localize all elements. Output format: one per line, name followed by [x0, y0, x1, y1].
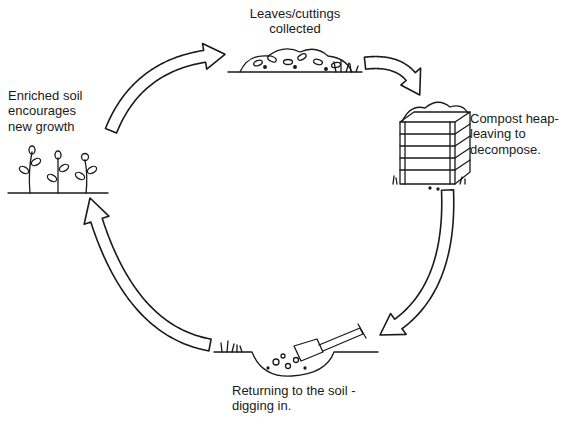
digging-scene: [214, 324, 378, 376]
plant-stem: [57, 158, 58, 193]
grass: [393, 176, 465, 184]
leaf: [297, 53, 307, 62]
cycle-arrow: [364, 57, 420, 95]
plant-flower: [82, 154, 89, 161]
grass: [221, 341, 242, 352]
cycle-arrow: [380, 190, 454, 335]
spade-handle: [319, 328, 363, 351]
stage-caption: Compost heap- leaving to decompose.: [470, 111, 575, 157]
bin-slats: [400, 122, 455, 184]
cycle-arrow: [105, 43, 225, 133]
soil-dot: [437, 188, 439, 190]
stage-node: Compost heap- leaving to decompose.: [392, 95, 577, 190]
ground-line: [228, 71, 362, 72]
stage-caption: Enriched soil encourages new growth: [8, 88, 100, 134]
soil-dot: [429, 187, 431, 189]
bin-front: [400, 122, 455, 184]
leaf: [331, 62, 341, 68]
stage-node: Enriched soil encourages new growth: [6, 86, 111, 198]
stage-node: Leaves/cuttings collected: [225, 4, 365, 78]
bin-back: [400, 112, 470, 122]
plant-leaf: [18, 165, 30, 175]
soil-clod: [273, 359, 279, 365]
bin-side-slats: [455, 124, 470, 170]
ground-with-hole: [214, 352, 378, 376]
plant-leaf: [29, 146, 35, 154]
plant-leaf: [55, 151, 61, 159]
caption-group: Enriched soil encourages new growth: [8, 88, 100, 134]
plant-leaf: [74, 171, 86, 181]
soil-dot: [267, 367, 269, 369]
soil-clod: [294, 358, 299, 363]
caption-group: Compost heap- leaving to decompose.: [470, 111, 575, 157]
compost-bin: [393, 102, 470, 190]
plant-stem: [29, 152, 32, 193]
leaf-dot: [294, 66, 297, 69]
stage-node: Returning to the soil - digging in.: [210, 325, 380, 425]
stage-caption: Returning to the soil - digging in.: [232, 383, 360, 414]
plant-leaf: [58, 163, 70, 173]
grass: [334, 60, 358, 72]
cycle-arrow: [84, 198, 211, 351]
caption-group: Returning to the soil - digging in.: [232, 383, 360, 414]
plant-stem: [85, 160, 87, 193]
soil-clod: [286, 364, 291, 369]
leaf-dot: [325, 68, 328, 71]
soil-dot: [304, 367, 306, 369]
spade-grip: [358, 324, 366, 338]
leaf-dot: [264, 66, 267, 69]
bin-side: [455, 112, 470, 184]
leaf: [284, 60, 293, 65]
spade-blade: [294, 339, 323, 361]
plant-leaf: [46, 173, 58, 183]
new-plants: [8, 146, 108, 193]
leaf: [267, 55, 277, 63]
caption-group: Leaves/cuttings collected: [240, 6, 350, 37]
soil-clod: [281, 354, 285, 358]
leaf: [313, 58, 323, 65]
plant-leaf: [30, 157, 42, 167]
plant-leaf: [86, 165, 98, 175]
stage-caption: Leaves/cuttings collected: [240, 6, 350, 37]
leaf: [253, 59, 263, 67]
leaf-pile: [228, 49, 362, 72]
